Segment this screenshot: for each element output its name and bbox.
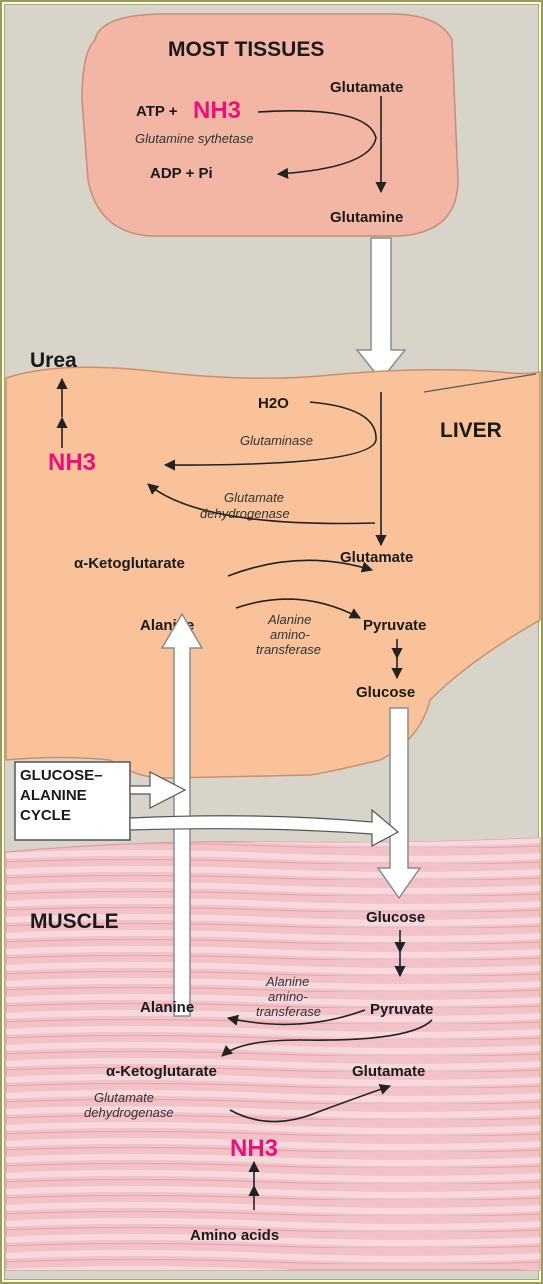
liver-alt-label-line1: Alanine — [267, 612, 311, 627]
cycle-pointer-to-alanine — [129, 771, 187, 809]
muscle-alanine-label: Alanine — [140, 999, 194, 1016]
muscle-alt-label-line1: Alanine — [265, 974, 309, 989]
liver-glucose-label: Glucose — [356, 684, 415, 701]
muscle-glucose-label: Glucose — [366, 909, 425, 926]
muscle-pyruvate-label: Pyruvate — [370, 1001, 433, 1018]
tissue-glutamate-label: Glutamate — [330, 79, 403, 96]
liver-gdh-curve-arrow — [147, 483, 376, 525]
muscle-nh3-label: NH3 — [230, 1135, 278, 1162]
tissue-glutamine-label: Glutamine — [330, 209, 403, 226]
muscle-pyruvate-to-alanine-arrow — [226, 1009, 366, 1026]
amino-acids-label: Amino acids — [190, 1227, 279, 1244]
glutaminase-label: Glutaminase — [240, 433, 313, 448]
liver-alanine-to-pyruvate-arrow — [235, 598, 361, 619]
urea-label: Urea — [30, 349, 77, 372]
muscle-gdh-label-line1: Glutamate — [94, 1090, 154, 1105]
muscle-glutamate-to-akg-arrow — [221, 1019, 433, 1057]
cycle-label-box — [14, 761, 131, 841]
liver-pyruvate-label: Pyruvate — [363, 617, 426, 634]
liver-alpha-kg-label: α-Ketoglutarate — [74, 555, 185, 572]
liver-akg-to-glutamate-arrow — [227, 559, 374, 577]
glutamine-synthetase-label: Glutamine sythetase — [135, 131, 254, 146]
muscle-alt-label-line2: amino- — [268, 989, 308, 1004]
liver-h2o-label: H2O — [258, 395, 289, 412]
tissue-nh3-label: NH3 — [193, 97, 241, 124]
liver-label-pointer — [423, 373, 537, 393]
glutamine-transport-arrow — [355, 237, 407, 382]
tissue-atp-label: ATP + — [136, 103, 178, 120]
muscle-alpha-kg-label: α-Ketoglutarate — [106, 1063, 217, 1080]
liver-glutamate-label: Glutamate — [340, 549, 413, 566]
most-tissues-title: MOST TISSUES — [168, 38, 324, 61]
muscle-gdh-curve-arrow — [229, 1084, 392, 1123]
muscle-gdh-label-line2: dehydrogenase — [84, 1105, 174, 1120]
cycle-pointer-to-glucose — [129, 808, 400, 848]
muscle-glutamate-label: Glutamate — [352, 1063, 425, 1080]
liver-gdh-label-line2: dehydrogenase — [200, 506, 290, 521]
liver-alt-label-line2: amino- — [270, 627, 310, 642]
muscle-fiber-texture — [6, 838, 540, 1270]
alanine-transport-arrow — [160, 612, 204, 1017]
liver-region — [5, 366, 541, 779]
cycle-label-line3: CYCLE — [20, 807, 71, 824]
glutaminase-curve-arrow — [163, 401, 377, 471]
liver-nh3-label: NH3 — [48, 449, 96, 476]
cycle-label-line2: ALANINE — [20, 787, 87, 804]
muscle-alt-label-line3: transferase — [256, 1004, 321, 1019]
synthetase-curve-arrow — [257, 109, 377, 179]
tissue-adp-pi-label: ADP + Pi — [150, 165, 213, 182]
most-tissues-region — [81, 13, 459, 237]
glucose-transport-arrow — [376, 707, 422, 900]
cycle-label-line1: GLUCOSE– — [20, 767, 103, 784]
liver-title: LIVER — [440, 419, 502, 442]
liver-alt-label-line3: transferase — [256, 642, 321, 657]
muscle-title: MUSCLE — [30, 910, 119, 933]
liver-gdh-label-line1: Glutamate — [224, 490, 284, 505]
